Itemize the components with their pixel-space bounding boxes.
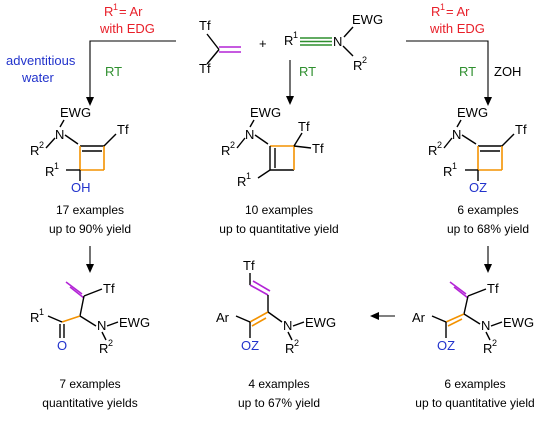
r-label: R	[30, 143, 39, 158]
arrow-left	[370, 312, 395, 320]
oh-label: OH	[71, 180, 91, 195]
ewg-label: EWG	[305, 315, 336, 330]
superscript-1: 1	[452, 161, 457, 171]
condition-rt: RT	[459, 64, 476, 79]
svg-text:1: 1	[440, 2, 445, 12]
n-label: N	[452, 127, 461, 142]
r-label: R	[221, 143, 230, 158]
svg-text:1: 1	[113, 2, 118, 12]
tf-label: Tf	[103, 281, 115, 296]
n-label: N	[97, 318, 106, 333]
ewg-label: EWG	[60, 105, 91, 120]
r-label: R	[443, 164, 452, 179]
ewg-label: EWG	[503, 315, 534, 330]
examples-count: 6 examples	[457, 203, 518, 217]
r-label: R	[428, 143, 437, 158]
examples-count: 4 examples	[248, 377, 309, 391]
svg-text:water: water	[21, 70, 54, 85]
examples-count: 10 examples	[245, 203, 313, 217]
product-cyclobutene-ether: EWG N R 2 Tf R 1 OZ	[428, 105, 527, 195]
yield-text: up to quantitative yield	[415, 396, 534, 410]
condition-edg: with EDG	[99, 21, 155, 36]
svg-text:= Ar: = Ar	[119, 4, 143, 19]
superscript-1: 1	[293, 30, 298, 40]
yield-text: up to 90% yield	[49, 222, 131, 236]
ar-label: Ar	[216, 310, 230, 325]
condition-rt: RT	[105, 64, 122, 79]
condition-r1: R	[431, 4, 440, 19]
superscript-1: 1	[54, 161, 59, 171]
n-label: N	[283, 318, 292, 333]
ewg-label: EWG	[119, 315, 150, 330]
r-label: R	[237, 174, 246, 189]
vinylidene-bis-triflyl: Tf Tf	[199, 18, 241, 76]
condition-r1: R	[104, 4, 113, 19]
superscript-2: 2	[437, 140, 442, 150]
product-cross-conjugated-diene: Tf N EWG R 2 Ar OZ	[412, 281, 534, 356]
oz-label: OZ	[437, 338, 455, 353]
arrow-down-left	[86, 246, 94, 273]
examples-count: 17 examples	[56, 203, 124, 217]
examples-count: 7 examples	[59, 377, 120, 391]
n-label: N	[333, 34, 342, 49]
yield-text: up to 67% yield	[238, 396, 320, 410]
middle-conditions: RT	[286, 60, 316, 105]
condition-edg: with EDG	[429, 21, 485, 36]
tf-label: Tf	[312, 141, 324, 156]
n-label: N	[55, 127, 64, 142]
tf-label: Tf	[515, 122, 527, 137]
yield-text: up to 68% yield	[447, 222, 529, 236]
r-label: R	[353, 58, 362, 73]
plus-sign: +	[259, 36, 267, 51]
r-label: R	[45, 164, 54, 179]
yield-text: quantitative yields	[42, 396, 137, 410]
ewg-label: EWG	[250, 105, 281, 120]
o-label: O	[57, 338, 67, 353]
ewg-label: EWG	[457, 105, 488, 120]
superscript-2: 2	[39, 140, 44, 150]
n-label: N	[245, 127, 254, 142]
r-label: R	[30, 310, 39, 325]
tf-label: Tf	[199, 61, 211, 76]
superscript-2: 2	[294, 338, 299, 348]
r-label: R	[285, 341, 294, 356]
ewg-label: EWG	[352, 12, 383, 27]
condition-rt: RT	[299, 64, 316, 79]
ynamide: R 1 N EWG R 2	[284, 12, 383, 73]
superscript-1: 1	[39, 307, 44, 317]
svg-text:= Ar: = Ar	[446, 4, 470, 19]
tf-label: Tf	[487, 281, 499, 296]
n-label: N	[481, 318, 490, 333]
examples-count: 6 examples	[444, 377, 505, 391]
r-label: R	[483, 341, 492, 356]
product-cyclobutene: EWG N R 2 Tf Tf R 1	[221, 105, 324, 189]
right-conditions: R 1 = Ar with EDG RT ZOH	[406, 2, 521, 106]
superscript-2: 2	[362, 55, 367, 65]
superscript-2: 2	[108, 338, 113, 348]
yield-text: up to quantitative yield	[219, 222, 338, 236]
ar-label: Ar	[412, 310, 426, 325]
condition-water: adventitious	[6, 53, 76, 68]
tf-label: Tf	[298, 119, 310, 134]
r-label: R	[99, 341, 108, 356]
oz-label: OZ	[469, 180, 487, 195]
superscript-2: 2	[492, 338, 497, 348]
superscript-2: 2	[230, 140, 235, 150]
tf-label: Tf	[199, 18, 211, 33]
product-conjugated-diene: Tf N EWG R 2 Ar OZ	[216, 258, 336, 356]
tf-label: Tf	[243, 258, 255, 273]
product-cyclobutenol: EWG N R 2 Tf R 1 OH	[30, 105, 129, 195]
r-label: R	[284, 33, 293, 48]
arrow-down-right	[484, 246, 492, 273]
left-conditions: R 1 = Ar with EDG adventitious water RT	[6, 2, 176, 106]
condition-zoh: ZOH	[494, 64, 521, 79]
superscript-1: 1	[246, 171, 251, 181]
tf-label: Tf	[117, 122, 129, 137]
product-ketone: Tf N EWG R 2 R 1 O	[30, 281, 150, 356]
oz-label: OZ	[241, 338, 259, 353]
